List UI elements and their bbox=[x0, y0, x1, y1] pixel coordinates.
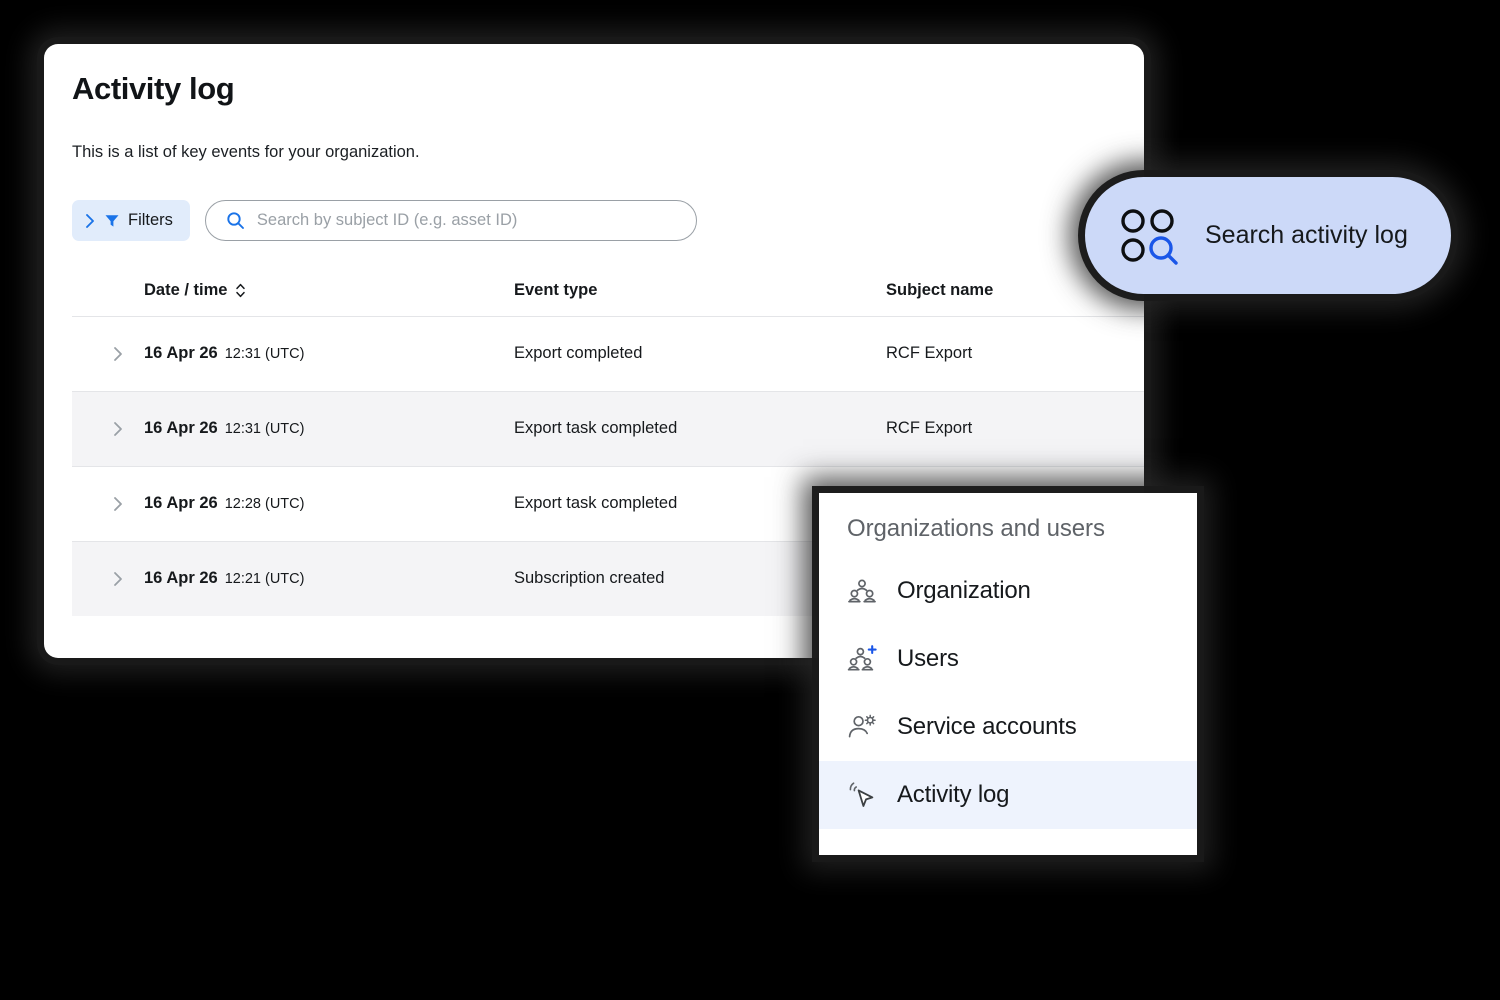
row-event-type: Export task completed bbox=[514, 494, 678, 513]
row-event-type: Subscription created bbox=[514, 569, 665, 588]
row-subject-name: RCF Export bbox=[886, 344, 973, 363]
table-header: Date / time Event type Subject nam bbox=[72, 264, 1144, 317]
menu-item-label: Service accounts bbox=[897, 713, 1077, 740]
search-activity-log-callout[interactable]: Search activity log bbox=[1085, 177, 1451, 294]
row-subject-name-cell: RCF Export bbox=[886, 391, 1144, 466]
menu-item-service-accounts[interactable]: Service accounts bbox=[819, 693, 1197, 761]
row-date: 16 Apr 26 bbox=[144, 419, 218, 438]
toolbar: Filters Search by subject ID (e.g. asset… bbox=[72, 200, 1116, 242]
column-header-datetime[interactable]: Date / time bbox=[144, 264, 514, 317]
organization-group-icon bbox=[847, 576, 877, 606]
filters-button-label: Filters bbox=[128, 211, 173, 230]
column-header-event-type: Event type bbox=[514, 264, 886, 317]
menu-item-users[interactable]: Users bbox=[819, 625, 1197, 693]
column-header-datetime-label: Date / time bbox=[144, 280, 228, 299]
row-date: 16 Apr 26 bbox=[144, 569, 218, 588]
row-datetime-cell: 16 Apr 26 12:31 (UTC) bbox=[144, 391, 514, 466]
row-subject-name: RCF Export bbox=[886, 419, 973, 438]
row-expand-cell[interactable] bbox=[72, 316, 144, 391]
column-header-expand bbox=[72, 264, 144, 317]
cursor-click-icon bbox=[847, 780, 877, 810]
row-date: 16 Apr 26 bbox=[144, 344, 218, 363]
table-row[interactable]: 16 Apr 26 12:31 (UTC) Export completed RCF … bbox=[72, 316, 1144, 391]
menu-item-label: Organization bbox=[897, 577, 1031, 604]
row-time: 12:21 (UTC) bbox=[224, 570, 305, 587]
chevron-right-icon[interactable] bbox=[112, 495, 124, 513]
row-event-type-cell: Subscription created bbox=[514, 541, 886, 616]
search-icon bbox=[226, 211, 245, 230]
chevron-right-icon[interactable] bbox=[112, 420, 124, 438]
row-time: 12:31 (UTC) bbox=[224, 345, 305, 362]
page-subtitle: This is a list of key events for your or… bbox=[72, 143, 420, 162]
menu-title: Organizations and users bbox=[847, 515, 1105, 542]
filter-funnel-icon bbox=[104, 213, 120, 229]
row-expand-cell[interactable] bbox=[72, 391, 144, 466]
row-event-type-cell: Export task completed bbox=[514, 391, 886, 466]
page-title: Activity log bbox=[72, 71, 235, 106]
grid-search-icon bbox=[1117, 205, 1179, 267]
row-datetime-cell: 16 Apr 26 12:28 (UTC) bbox=[144, 466, 514, 541]
filters-button[interactable]: Filters bbox=[72, 200, 190, 242]
row-event-type: Export task completed bbox=[514, 419, 678, 438]
users-add-icon bbox=[847, 644, 877, 674]
row-expand-cell[interactable] bbox=[72, 466, 144, 541]
row-expand-cell[interactable] bbox=[72, 541, 144, 616]
row-event-type: Export completed bbox=[514, 344, 643, 363]
row-event-type-cell: Export task completed bbox=[514, 466, 886, 541]
menu-item-label: Activity log bbox=[897, 781, 1010, 808]
table-row[interactable]: 16 Apr 26 12:28 (UTC) Export task complete… bbox=[72, 466, 1144, 541]
search-input-placeholder: Search by subject ID (e.g. asset ID) bbox=[256, 211, 518, 230]
row-time: 12:31 (UTC) bbox=[224, 420, 305, 437]
table-row[interactable]: 16 Apr 26 12:31 (UTC) Export task complete… bbox=[72, 391, 1144, 467]
row-date: 16 Apr 26 bbox=[144, 494, 218, 513]
chevron-right-icon[interactable] bbox=[112, 570, 124, 588]
row-subject-name-cell: RCF Export bbox=[886, 316, 1144, 391]
sort-updown-icon[interactable] bbox=[234, 281, 247, 300]
chevron-right-icon[interactable] bbox=[112, 345, 124, 363]
menu-item-activity-log[interactable]: Activity log bbox=[819, 761, 1197, 829]
search-input[interactable]: Search by subject ID (e.g. asset ID) bbox=[204, 200, 697, 242]
menu-item-label: Users bbox=[897, 645, 959, 672]
menu-item-organization[interactable]: Organization bbox=[819, 557, 1197, 625]
search-activity-log-label: Search activity log bbox=[1205, 221, 1408, 249]
chevron-right-icon bbox=[85, 213, 96, 229]
row-datetime-cell: 16 Apr 26 12:21 (UTC) bbox=[144, 541, 514, 616]
person-gear-icon bbox=[847, 712, 877, 742]
row-datetime-cell: 16 Apr 26 12:31 (UTC) bbox=[144, 316, 514, 391]
table-header-row: Date / time Event type Subject nam bbox=[72, 264, 1144, 317]
row-event-type-cell: Export completed bbox=[514, 316, 886, 391]
row-time: 12:28 (UTC) bbox=[224, 495, 305, 512]
